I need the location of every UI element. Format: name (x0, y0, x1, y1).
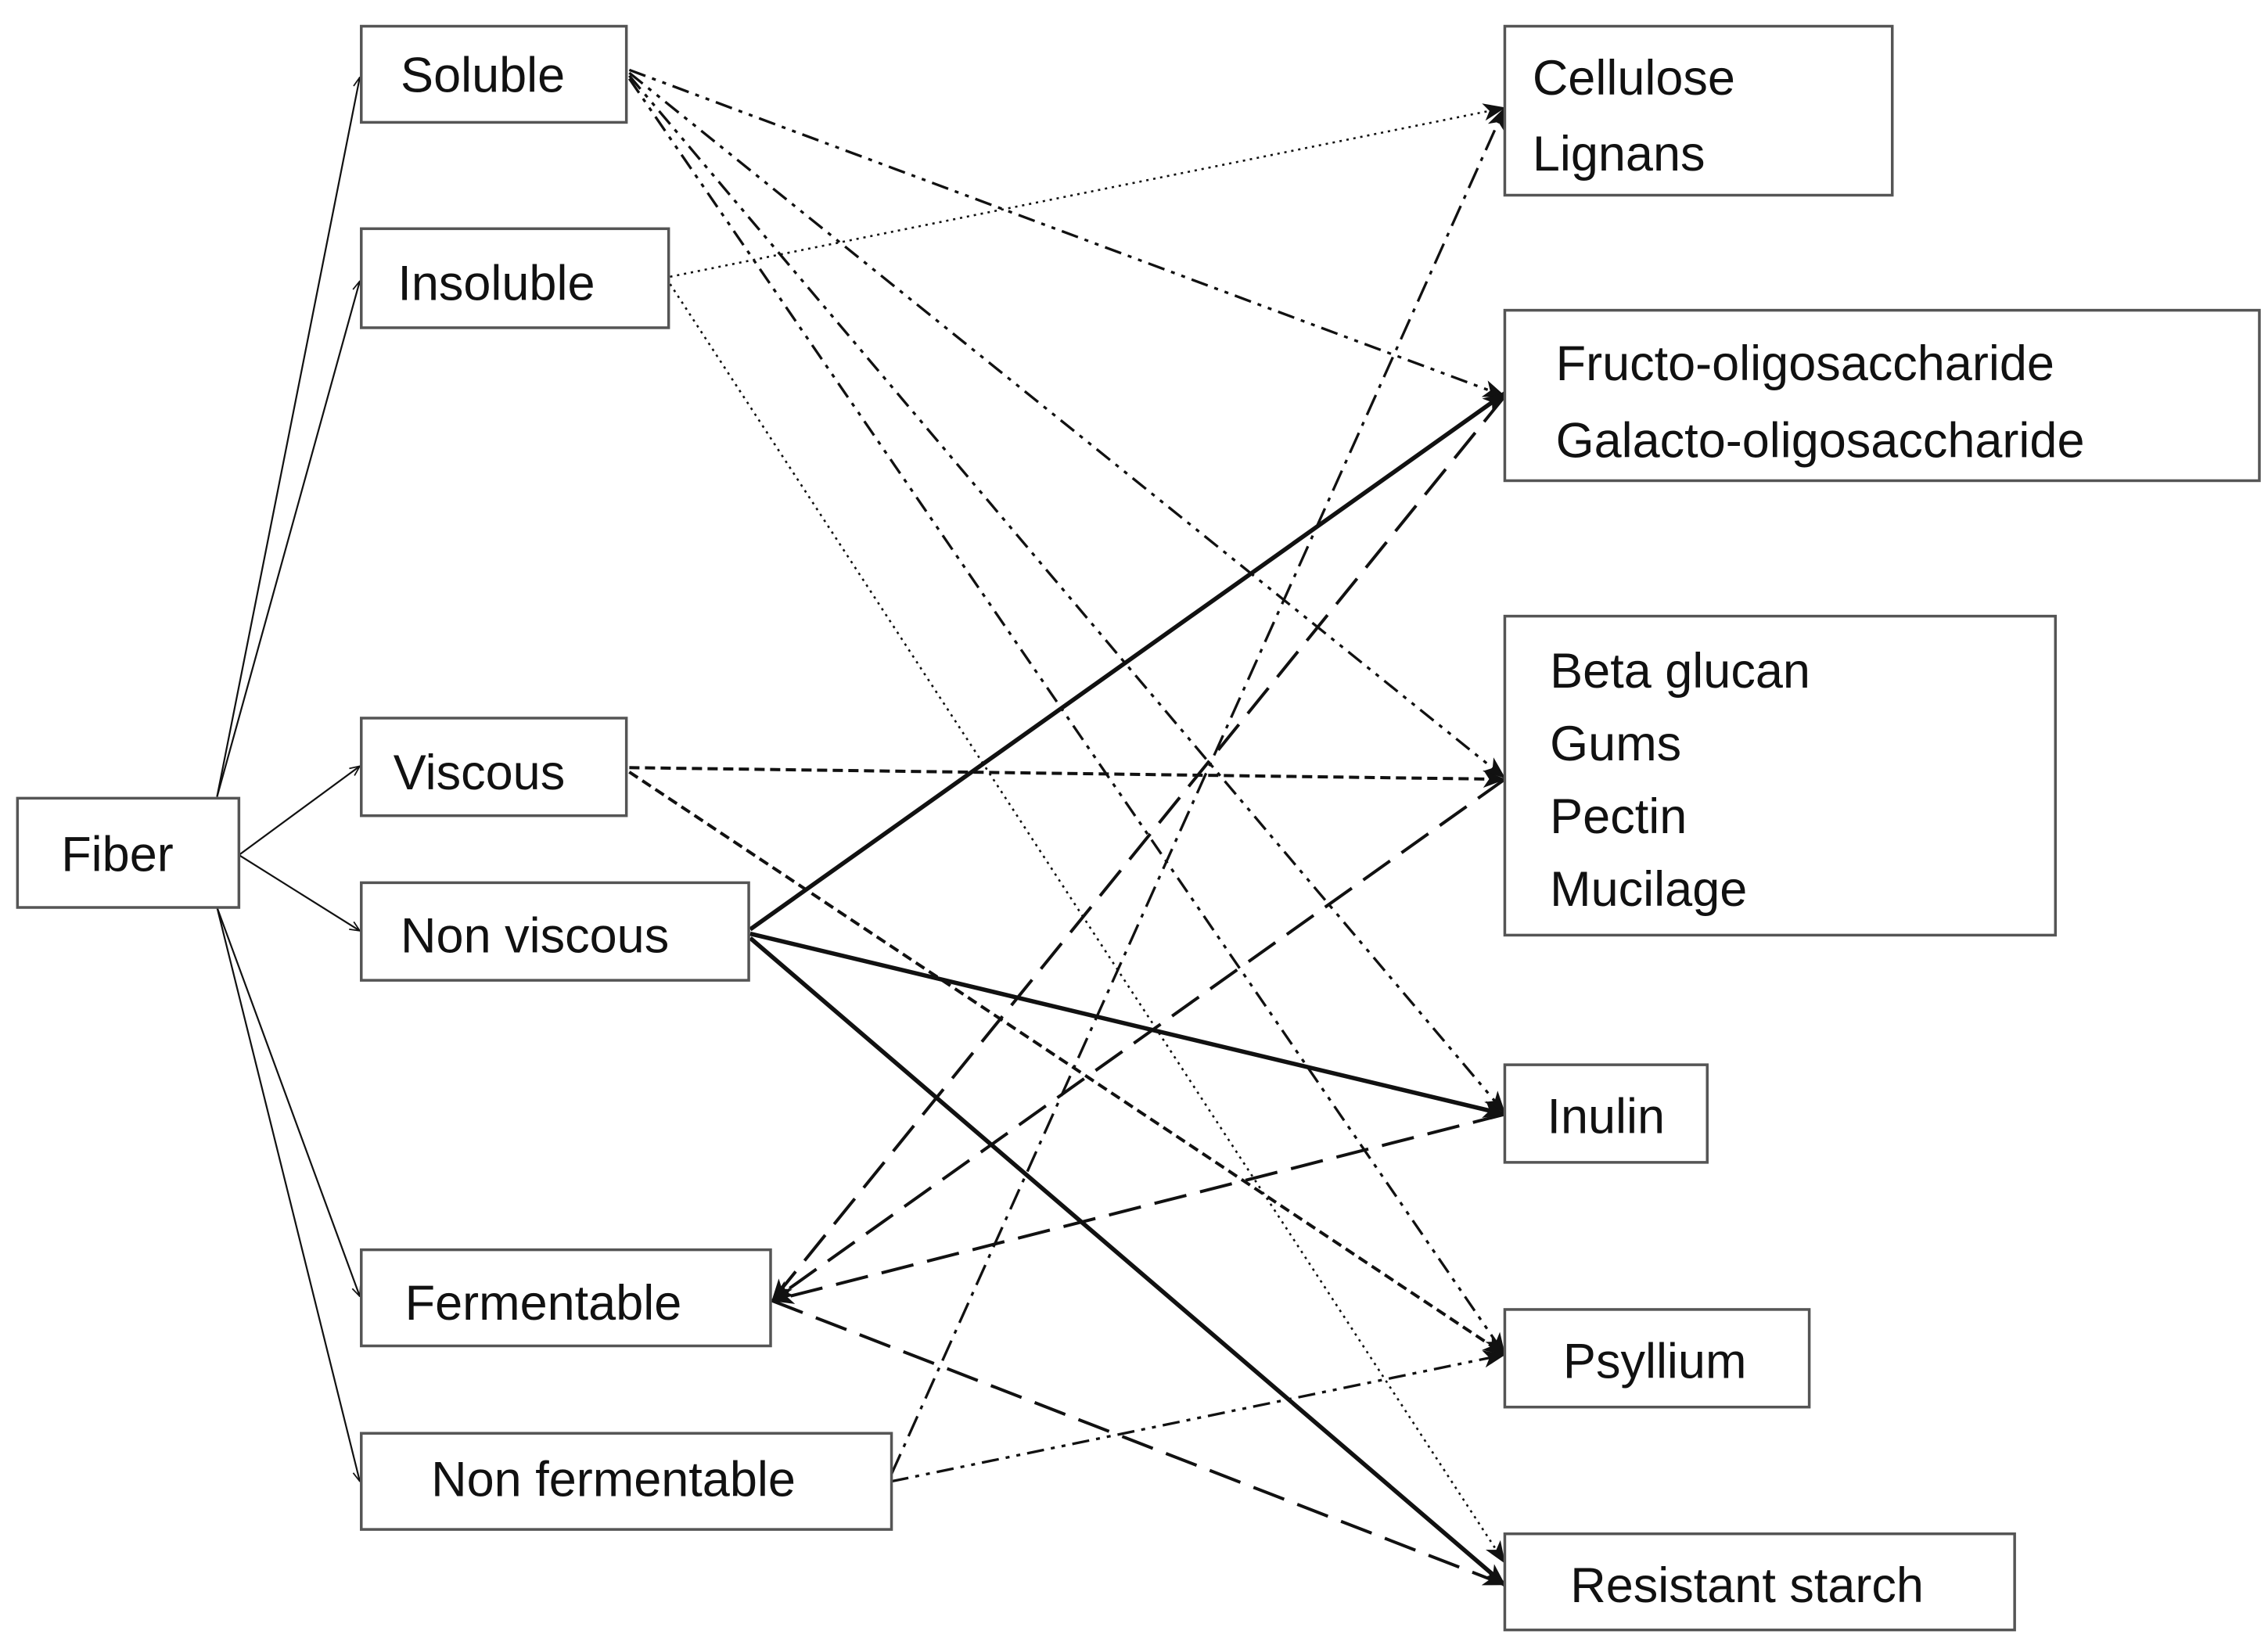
node-label-viscous: Viscous (394, 746, 565, 800)
node-soluble: Soluble (360, 24, 628, 124)
edge-oligosaccharides-to-fermentable (771, 395, 1507, 1302)
node-box-oligosaccharides (1503, 308, 2261, 483)
node-insoluble: Insoluble (360, 227, 670, 329)
node-label-inulin: Inulin (1547, 1090, 1665, 1144)
node-box-fermentable (360, 1248, 772, 1348)
edges-layer (216, 68, 1507, 1586)
node-label-beta-glucan-group-1: Beta glucan (1550, 644, 1810, 699)
edge-insoluble-to-resistant-starch (669, 283, 1506, 1564)
edge-non-viscous-to-inulin (749, 931, 1506, 1118)
edge-soluble-to-oligosaccharides (628, 68, 1506, 398)
node-box-non-viscous (360, 881, 750, 982)
edge-non-fermentable-to-cellulose-lignans (890, 106, 1506, 1475)
edge-insoluble-to-cellulose-lignans (670, 103, 1506, 278)
node-label-fermentable: Fermentable (405, 1276, 682, 1331)
edge-fiber-to-soluble (216, 77, 359, 797)
node-box-psyllium (1503, 1308, 1811, 1409)
node-resistant-starch: Resistant starch (1503, 1532, 2016, 1632)
edge-fiber-to-insoluble (216, 281, 359, 797)
node-box-beta-glucan-group (1503, 614, 2058, 937)
node-label-non-viscous: Non viscous (401, 909, 669, 964)
edge-fermentable-to-resistant-starch (771, 1299, 1506, 1586)
node-inulin: Inulin (1503, 1063, 1709, 1164)
node-oligosaccharides: Fructo-oligosaccharideGalacto-oligosacch… (1503, 308, 2261, 483)
edge-non-viscous-to-resistant-starch (749, 936, 1507, 1586)
node-box-resistant-starch (1503, 1532, 2016, 1632)
edge-soluble-to-beta-glucan-group (628, 71, 1506, 779)
node-box-soluble (360, 24, 628, 124)
node-box-inulin (1503, 1063, 1709, 1164)
node-viscous: Viscous (360, 717, 628, 817)
node-psyllium: Psyllium (1503, 1308, 1811, 1409)
node-box-cellulose-lignans (1503, 24, 1894, 197)
node-label-oligosaccharides-1: Fructo-oligosaccharide (1556, 336, 2054, 391)
edge-inulin-to-fermentable (771, 1112, 1505, 1304)
node-box-fiber (16, 796, 241, 909)
node-label-fiber: Fiber (61, 827, 174, 882)
edge-fiber-to-fermentable (216, 907, 359, 1296)
node-label-beta-glucan-group-4: Mucilage (1550, 862, 1747, 917)
node-fermentable: Fermentable (360, 1248, 772, 1348)
edge-soluble-to-inulin (628, 74, 1506, 1114)
node-label-beta-glucan-group-3: Pectin (1550, 789, 1687, 844)
edge-fiber-to-non-fermentable (216, 907, 359, 1482)
node-box-non-fermentable (360, 1432, 893, 1531)
edge-soluble-to-psyllium (628, 77, 1506, 1356)
edge-fiber-to-non-viscous (238, 854, 360, 931)
edge-fiber-to-viscous (238, 766, 360, 856)
node-label-psyllium: Psyllium (1563, 1334, 1747, 1389)
node-non-viscous: Non viscous (360, 881, 750, 982)
node-label-cellulose-lignans-1: Cellulose (1533, 51, 1735, 106)
node-label-beta-glucan-group-2: Gums (1550, 717, 1681, 771)
edge-beta-glucan-group-to-fermentable (771, 778, 1506, 1302)
node-label-soluble: Soluble (401, 48, 565, 102)
node-label-oligosaccharides-2: Galacto-oligosaccharide (1556, 414, 2085, 469)
node-non-fermentable: Non fermentable (360, 1432, 893, 1531)
node-label-non-fermentable: Non fermentable (431, 1452, 796, 1507)
node-fiber: Fiber (16, 796, 241, 909)
node-label-insoluble: Insoluble (397, 257, 595, 311)
edge-viscous-to-beta-glucan-group (629, 766, 1506, 789)
node-label-resistant-starch: Resistant starch (1570, 1558, 1924, 1613)
edge-viscous-to-psyllium (628, 771, 1506, 1356)
node-box-insoluble (360, 227, 670, 329)
node-label-cellulose-lignans-2: Lignans (1533, 127, 1705, 181)
edge-non-viscous-to-oligosaccharides (749, 391, 1507, 932)
edge-non-fermentable-to-psyllium (891, 1350, 1506, 1483)
node-box-viscous (360, 717, 628, 817)
